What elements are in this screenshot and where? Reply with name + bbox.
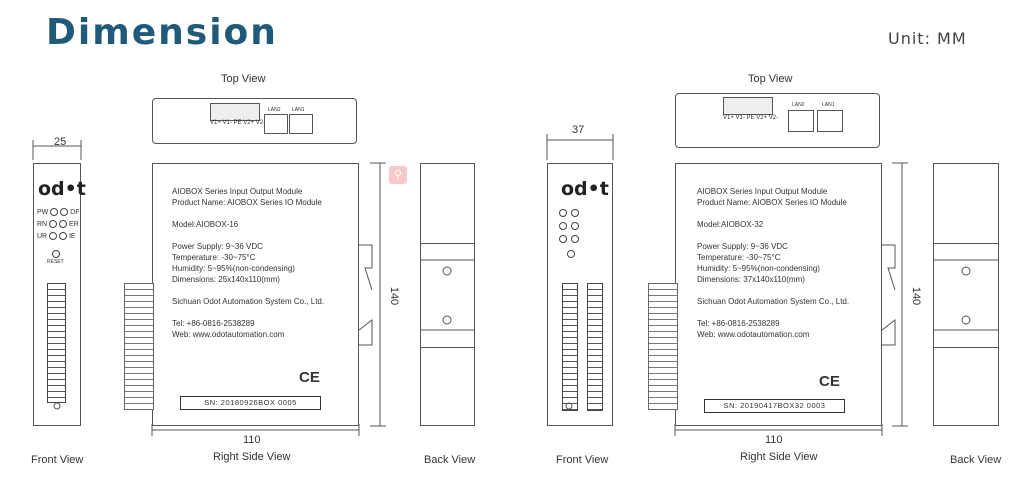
right-length-dim: 110 [765, 434, 783, 446]
led-icon [571, 234, 580, 243]
left-length-dim: 110 [243, 434, 261, 446]
right-side-view-caption: Right Side View [740, 451, 818, 463]
left-led-row-1: PW DF [37, 208, 80, 216]
right-front-terminal-strip-1 [562, 283, 578, 411]
right-front-view-caption: Front View [556, 454, 609, 466]
right-side-view [675, 163, 882, 426]
left-ce-mark: CE [299, 369, 320, 386]
right-led-grid [559, 206, 589, 245]
left-led-row-2: RN ER [37, 220, 79, 228]
reset-label: RESET [47, 259, 64, 265]
left-top-view [152, 98, 357, 144]
right-side-connector [648, 283, 678, 410]
left-lan1-label: LAN1 [292, 107, 305, 113]
right-serial-number: SN: 20190417BOX32 0003 [704, 399, 845, 413]
right-top-view [675, 93, 880, 148]
right-front-terminal-strip-2 [587, 283, 603, 411]
led-icon [571, 208, 580, 217]
right-back-view [933, 163, 999, 426]
left-width-dim: 25 [54, 136, 67, 148]
left-side-view [152, 163, 359, 426]
unit-label: Unit: MM [888, 29, 967, 48]
right-top-view-caption: Top View [748, 73, 793, 85]
left-lan1-port [289, 114, 313, 134]
led-icon [59, 232, 68, 240]
left-top-terminal-block [210, 103, 260, 121]
left-front-logo: od•t [38, 178, 86, 200]
reset-button-icon [52, 250, 60, 258]
right-back-view-caption: Back View [950, 454, 1002, 466]
led-icon [59, 220, 68, 228]
reset-button-icon [567, 250, 575, 258]
right-lan2-label: LAN2 [792, 102, 805, 108]
left-side-connector [124, 283, 154, 410]
led-icon [559, 208, 567, 217]
left-led-row-3: UR IE [37, 232, 76, 240]
right-lan1-port [817, 110, 843, 132]
left-back-view [420, 163, 475, 426]
led-icon [559, 221, 567, 230]
right-ce-mark: CE [819, 373, 840, 390]
right-width-dim: 37 [572, 124, 585, 136]
left-back-rail [420, 243, 475, 348]
page-title: Dimension [46, 12, 278, 53]
right-top-terminal-block [723, 97, 773, 115]
right-side-label-area: AIOBOX Series Input Output Module Produc… [697, 187, 850, 339]
right-front-logo: od•t [561, 178, 609, 200]
led-icon [559, 234, 567, 243]
left-serial-number: SN: 20180926BOX 0005 [180, 396, 321, 410]
right-top-terminal-labels: V1+ V1- PE V2+ V2- [723, 115, 779, 121]
led-icon [571, 221, 580, 230]
led-icon [60, 208, 69, 216]
left-top-view-caption: Top View [221, 73, 266, 85]
left-side-label-area: AIOBOX Series Input Output Module Produc… [172, 187, 325, 339]
right-lan1-label: LAN1 [822, 102, 835, 108]
left-lan2-label: LAN2 [268, 107, 281, 113]
magnifier-icon[interactable]: ⚲ [389, 166, 407, 184]
left-back-view-caption: Back View [424, 454, 476, 466]
right-back-rail [933, 243, 999, 348]
led-icon [50, 208, 59, 216]
led-icon [49, 220, 58, 228]
led-icon [49, 232, 58, 240]
left-front-view-caption: Front View [31, 454, 84, 466]
left-front-terminal-strip [47, 283, 66, 403]
left-top-terminal-labels: V1+ V1- PE V2+ V2- [210, 120, 266, 126]
left-lan2-port [264, 114, 288, 134]
left-side-view-caption: Right Side View [213, 451, 291, 463]
right-lan2-port [788, 110, 814, 132]
